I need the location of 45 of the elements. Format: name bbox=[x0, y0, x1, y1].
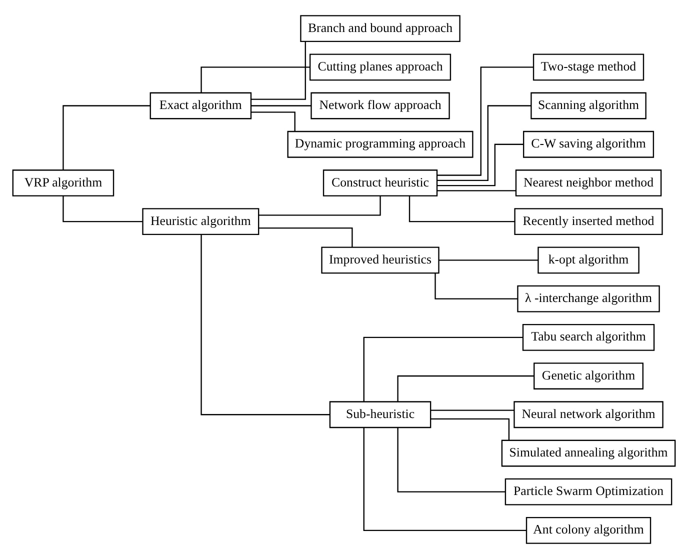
connector bbox=[200, 234, 330, 415]
node-box: Improved heuristics bbox=[321, 246, 440, 274]
node-box: Recently inserted method bbox=[514, 208, 663, 235]
node-box: Exact algorithm bbox=[150, 92, 252, 119]
connector bbox=[251, 41, 306, 100]
connector bbox=[397, 427, 506, 492]
node-box: Tabu search algorithm bbox=[522, 323, 655, 350]
node-box: Genetic algorithm bbox=[534, 362, 644, 389]
node-box: Sub-heuristic bbox=[329, 400, 432, 428]
node-box: Ant colony algorithm bbox=[526, 516, 652, 544]
connector bbox=[251, 104, 312, 106]
node-box: Dynamic programming approach bbox=[287, 130, 474, 158]
connector bbox=[62, 196, 142, 222]
connector bbox=[430, 409, 514, 410]
connector bbox=[200, 66, 310, 92]
node-box: Scanning algorithm bbox=[530, 92, 646, 119]
connector bbox=[62, 104, 150, 170]
connector bbox=[259, 196, 381, 216]
node-box: Cutting planes approach bbox=[309, 53, 452, 80]
node-box: Simulated annealing algorithm bbox=[501, 439, 676, 466]
node-box: VRP algorithm bbox=[12, 169, 114, 196]
connector bbox=[251, 111, 296, 131]
connector bbox=[408, 196, 515, 222]
connector bbox=[437, 190, 516, 191]
connector bbox=[363, 336, 523, 402]
connector bbox=[434, 272, 518, 299]
node-box: Two-stage method bbox=[532, 53, 644, 80]
node-box: Particle Swarm Optimization bbox=[504, 478, 672, 505]
connector bbox=[437, 143, 524, 186]
connector bbox=[438, 259, 538, 260]
connector bbox=[430, 418, 510, 440]
node-box: Neural network algorithm bbox=[514, 400, 664, 428]
node-box: k-opt algorithm bbox=[538, 246, 640, 274]
connector bbox=[363, 427, 526, 531]
connector bbox=[437, 66, 534, 176]
connector bbox=[258, 226, 353, 247]
node-box: Heuristic algorithm bbox=[142, 208, 260, 235]
connector bbox=[397, 374, 534, 402]
node-box: λ -interchange algorithm bbox=[517, 284, 660, 312]
node-box: Nearest neighbor method bbox=[515, 169, 662, 196]
node-box: Branch and bound approach bbox=[300, 14, 460, 42]
node-box: Construct heuristic bbox=[322, 169, 438, 196]
node-box: Network flow approach bbox=[310, 92, 450, 119]
node-box: C-W saving algorithm bbox=[523, 130, 654, 158]
connector bbox=[437, 104, 532, 180]
